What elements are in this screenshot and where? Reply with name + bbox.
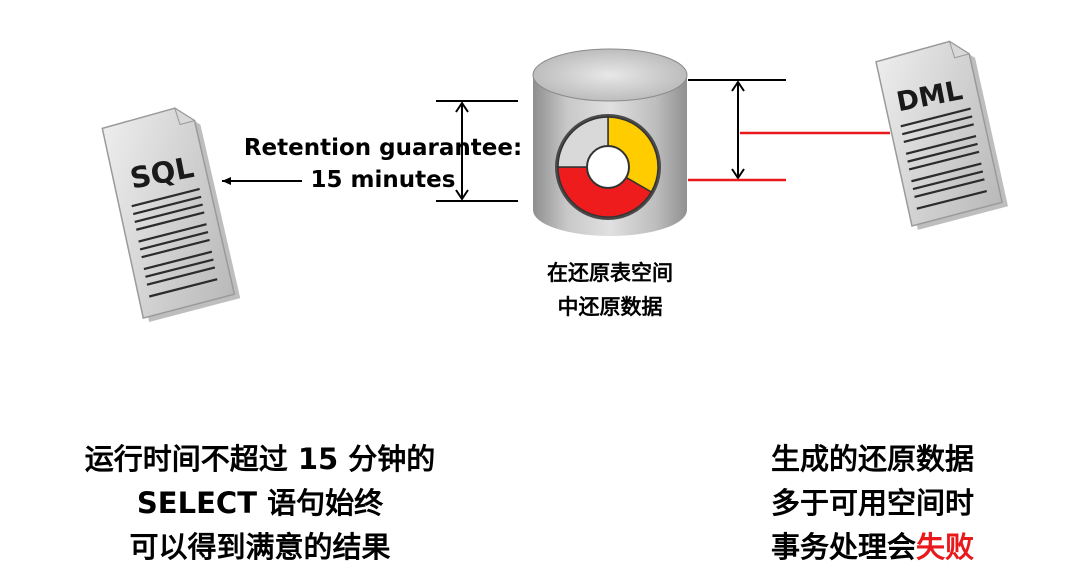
right-caption-line3-prefix: 事务处理会: [770, 530, 916, 564]
sql-document-icon: SQL: [101, 107, 241, 322]
dml-document-icon: DML: [875, 40, 1008, 230]
right-caption-line3: 事务处理会失败: [745, 525, 1000, 569]
right-caption-line1: 生成的还原数据: [770, 442, 974, 476]
left-caption-line3: 可以得到满意的结果: [129, 530, 391, 564]
left-caption-line1: 运行时间不超过 15 分钟的: [84, 442, 436, 476]
dml-undo-arrows: [688, 131, 890, 182]
retention-label: Retention guarantee: 15 minutes: [238, 132, 528, 196]
left-caption-line2: SELECT 语句始终: [136, 486, 384, 520]
right-caption-line2: 多于可用空间时: [770, 486, 974, 520]
space-bracket: [688, 79, 786, 180]
retention-label-line2: 15 minutes: [310, 167, 456, 193]
undo-tablespace-label: 在还原表空间 中还原数据: [505, 256, 715, 324]
failure-emphasis: 失败: [916, 530, 975, 564]
retention-bracket: [436, 100, 518, 202]
undo-tablespace-line1: 在还原表空间: [547, 261, 673, 285]
retention-label-line1: Retention guarantee:: [243, 135, 523, 161]
transaction-failure-caption: 生成的还原数据 多于可用空间时 事务处理会失败: [745, 437, 1000, 569]
select-guarantee-caption: 运行时间不超过 15 分钟的 SELECT 语句始终 可以得到满意的结果: [40, 437, 480, 569]
undo-segments-ring-icon: [555, 114, 661, 220]
undo-tablespace-line2: 中还原数据: [557, 295, 663, 319]
